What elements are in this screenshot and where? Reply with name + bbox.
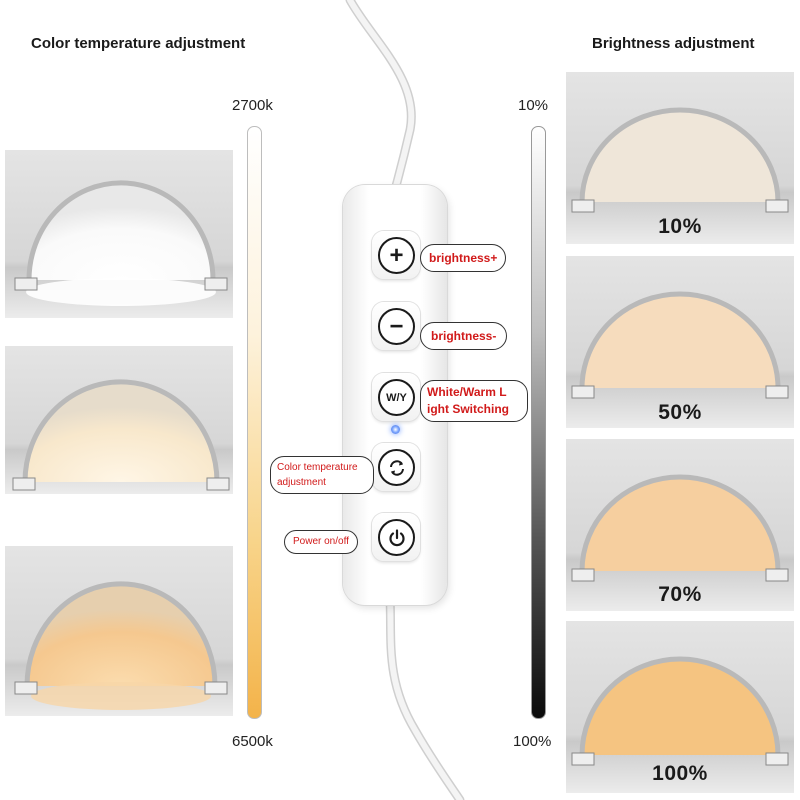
brightness-label-70: 70%: [658, 583, 702, 606]
color-temperature-button[interactable]: [372, 443, 420, 491]
brightness-label-50: 50%: [658, 401, 702, 424]
brightness-heading: Brightness adjustment: [592, 35, 755, 52]
power-button[interactable]: [372, 513, 420, 561]
brightness-scale-bottom-label: 100%: [513, 733, 552, 750]
cycle-arrows-icon: [378, 449, 415, 486]
minus-icon: −: [378, 308, 415, 345]
color-temperature-heading: Color temperature adjustment: [31, 35, 246, 52]
color-temperature-scale-bar: [247, 126, 262, 719]
color-scale-top-label: 2700k: [232, 97, 273, 114]
brightness-scale-top-label: 10%: [518, 97, 549, 114]
callout-brightness-down: brightness-: [420, 322, 508, 350]
callout-brightness-up: brightness+: [420, 244, 507, 272]
callout-white-warm-line2: ight Switching: [427, 402, 509, 416]
brightness-up-button[interactable]: +: [372, 231, 420, 279]
power-icon: [378, 519, 415, 556]
lamp-panel-brightness-70: 70%: [566, 439, 794, 611]
callout-color-temp-line1: Color temperature: [277, 462, 358, 473]
wy-label: W/Y: [378, 379, 415, 416]
callout-white-warm-line1: White/Warm L: [427, 385, 507, 399]
lamp-panel-warm: [5, 546, 233, 716]
indicator-led: [391, 425, 400, 434]
callout-white-warm-switch: White/Warm L ight Switching: [420, 380, 528, 422]
plus-icon: +: [378, 237, 415, 274]
brightness-scale-bar: [531, 126, 546, 719]
white-warm-switch-button[interactable]: W/Y: [372, 373, 420, 421]
lamp-panel-brightness-100: 100%: [566, 621, 794, 793]
lamp-panel-brightness-50: 50%: [566, 256, 794, 428]
lamp-panel-neutral: [5, 346, 233, 494]
color-scale-bottom-label: 6500k: [232, 733, 273, 750]
brightness-label-100: 100%: [652, 762, 708, 785]
callout-power: Power on/off: [284, 530, 358, 554]
brightness-label-10: 10%: [658, 215, 702, 238]
remote-control: + − W/Y: [343, 185, 447, 605]
callout-color-temperature: Color temperature adjustment: [270, 456, 374, 494]
lamp-panel-brightness-10: 10%: [566, 72, 794, 244]
brightness-down-button[interactable]: −: [372, 302, 420, 350]
callout-color-temp-line2: adjustment: [277, 477, 326, 488]
lamp-panel-cool: [5, 150, 233, 318]
